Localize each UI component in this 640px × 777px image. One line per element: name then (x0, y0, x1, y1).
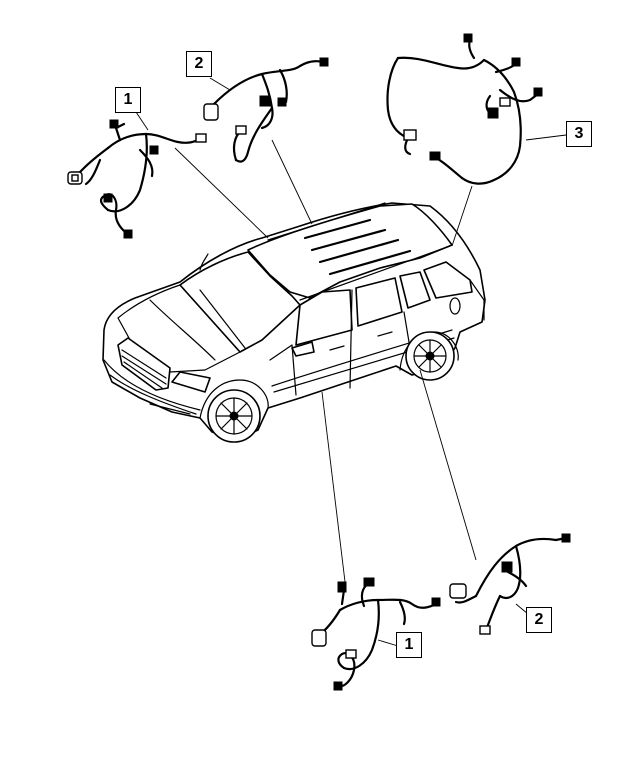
vehicle-suv (102, 202, 486, 443)
leader-lines (135, 77, 567, 647)
harness-2-top (203, 57, 329, 163)
callout-1-top: 1 (115, 87, 141, 113)
callout-2-top: 2 (186, 51, 212, 77)
harness-1-top (67, 119, 207, 239)
harness-2-bottom (449, 533, 571, 635)
callout-3: 3 (566, 121, 592, 147)
harness-1-bottom (311, 577, 441, 691)
harness-3 (386, 33, 543, 185)
callout-1-bottom: 1 (396, 632, 422, 658)
callout-2-bottom: 2 (526, 607, 552, 633)
